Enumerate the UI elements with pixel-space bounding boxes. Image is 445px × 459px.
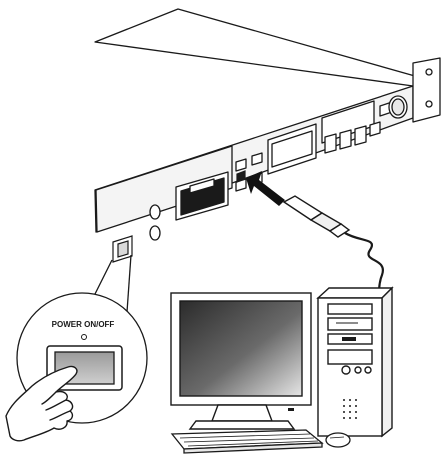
rack-screw-bottom-icon: [425, 100, 433, 108]
power-switch-label: POWER ON/OFF: [52, 320, 115, 329]
power-indicator-led-icon: [81, 334, 87, 340]
computer-monitor: [170, 292, 312, 430]
keyboard: [170, 429, 324, 454]
usb-cable: [282, 195, 384, 297]
tower-vent: [343, 399, 357, 419]
usb-port-icon: [236, 170, 246, 183]
device-power-switch: [112, 235, 133, 263]
tower-case: [316, 286, 394, 438]
rack-screw-top-icon: [425, 68, 433, 76]
rack-device: [94, 8, 441, 241]
pointing-hand-icon: [5, 365, 78, 442]
direction-arrow-icon: [246, 171, 285, 206]
mouse: [325, 432, 351, 448]
